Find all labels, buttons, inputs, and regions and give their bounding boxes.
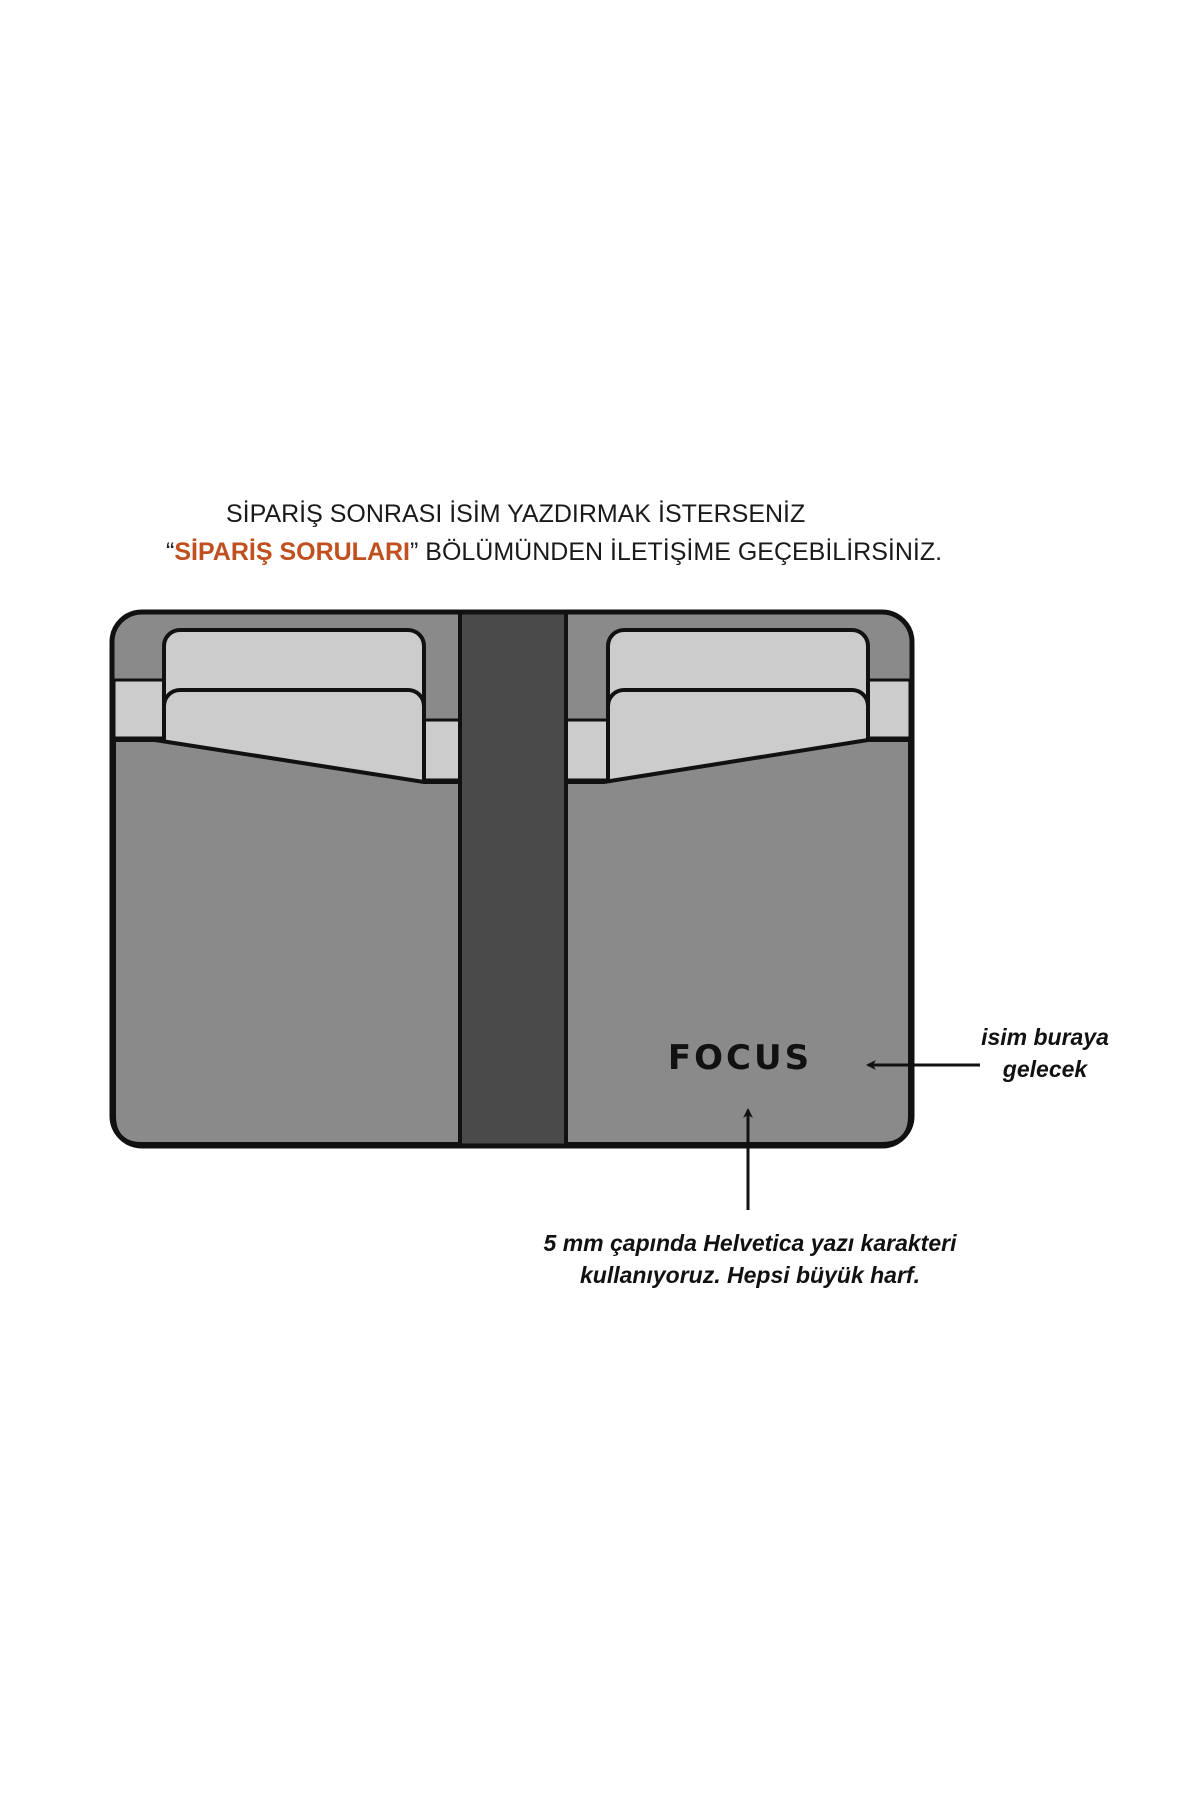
instruction-line-1: SİPARİŞ SONRASI İSİM YAZDIRMAK İSTERSENİ… <box>226 500 1200 529</box>
instruction-line-1-text: SİPARİŞ SONRASI İSİM YAZDIRMAK İSTERSENİ… <box>226 500 806 528</box>
wallet-spine <box>458 610 568 1148</box>
annotation-name-position-line-2: gelecek <box>1002 1056 1088 1082</box>
left-pocket <box>112 738 462 1146</box>
right-pocket <box>564 738 912 1146</box>
engraved-name: FOCUS <box>667 1038 813 1078</box>
instruction-line-2-text: ” BÖLÜMÜNDEN İLETİŞİME GEÇEBİLİRSİNİZ. <box>410 538 943 566</box>
right-slot-band <box>866 678 912 740</box>
annotation-font-info-line-2: kullanıyoruz. Hepsi büyük harf. <box>580 1262 920 1288</box>
left-slot-band-inner <box>422 718 462 782</box>
right-slot-band-inner <box>564 718 610 782</box>
annotation-name-position: isim buraya gelecek <box>955 1021 1135 1085</box>
wallet-border <box>109 609 915 1149</box>
open-quote: “ <box>166 538 175 566</box>
annotation-font-info-line-1: 5 mm çapında Helvetica yazı karakteri <box>543 1230 957 1256</box>
left-slot-band <box>112 678 166 740</box>
annotation-font-info: 5 mm çapında Helvetica yazı karakteri ku… <box>500 1227 1000 1291</box>
annotation-name-position-line-1: isim buraya <box>981 1024 1109 1050</box>
order-questions-highlight: SİPARİŞ SORULARI <box>174 538 410 566</box>
instruction-line-2: “SİPARİŞ SORULARI” BÖLÜMÜNDEN İLETİŞİME … <box>166 538 1200 567</box>
